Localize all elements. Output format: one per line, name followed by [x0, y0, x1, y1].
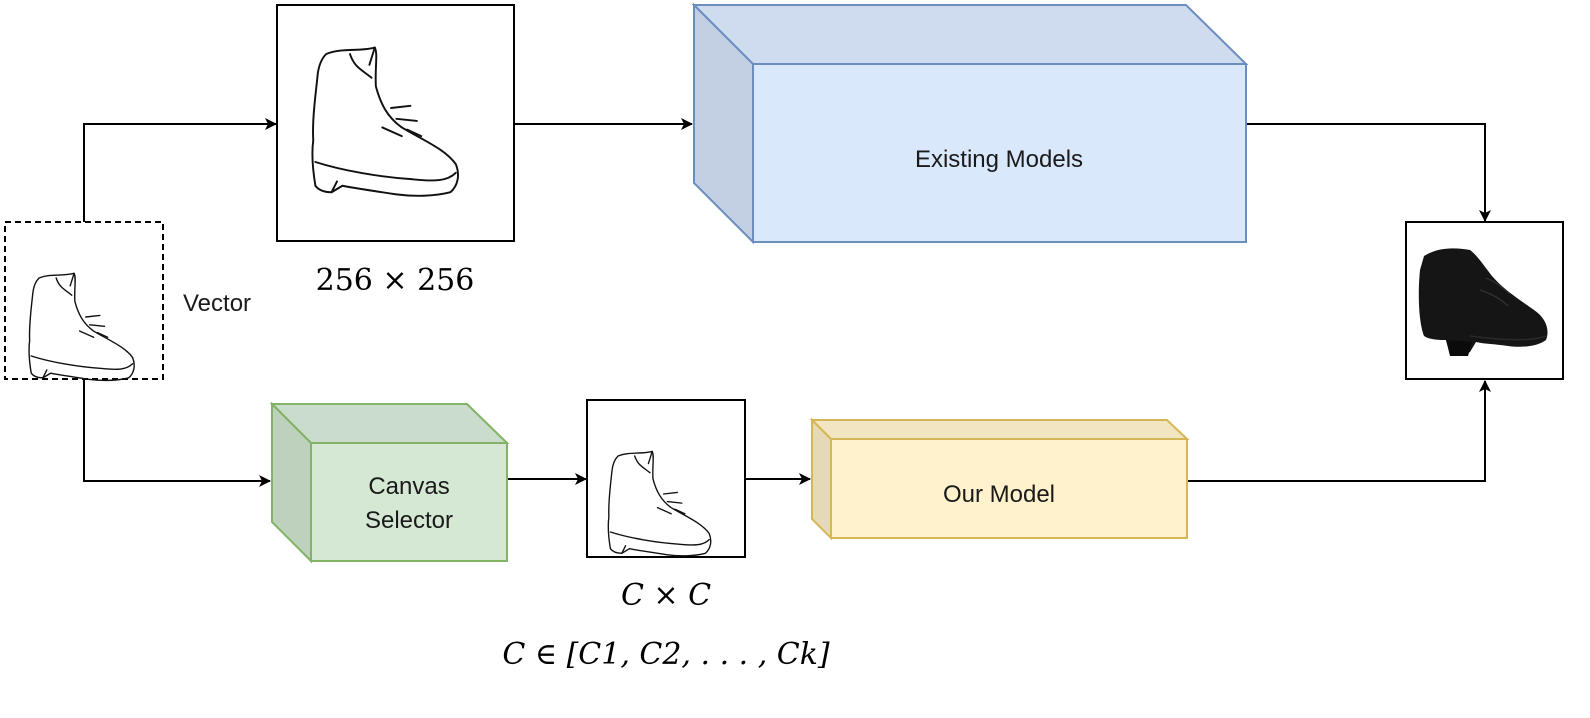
- edge-ours-to-output: [1187, 380, 1491, 482]
- edge-vector-to-selector: [83, 380, 271, 487]
- raster-sketch-256: [276, 4, 515, 242]
- canvas-set-annotation: C ∈ [C1, C2, . . . , Ck]: [502, 637, 830, 672]
- boot-photo-icon: [1418, 248, 1548, 356]
- canvas-selector-label-line2: Selector: [365, 507, 453, 534]
- edge-vector-to-raster: [83, 118, 277, 222]
- existing-models-block: Existing Models: [691, 2, 1249, 245]
- canvas-selector-front-face: [310, 442, 508, 562]
- fixed-size-annotation: 256 × 256: [316, 263, 475, 298]
- existing-models-front-face: [752, 63, 1247, 243]
- canvas-sketch-cxc: [586, 399, 746, 558]
- our-model-side-face: [811, 417, 832, 541]
- input-vector-sketch: [4, 221, 164, 382]
- our-model-top-face: [809, 419, 1190, 440]
- edge-existing-to-output: [1246, 123, 1491, 222]
- canvas-selector-top-face: [269, 403, 510, 444]
- canvas-selector-label-line1: Canvas: [368, 473, 449, 500]
- canvas-selector-block: Canvas Selector: [269, 401, 510, 564]
- our-model-block: Our Model: [809, 417, 1190, 541]
- canvas-size-annotation: C × C: [621, 578, 711, 613]
- our-model-label: Our Model: [943, 481, 1055, 508]
- existing-models-top-face: [691, 4, 1249, 65]
- output-photo: [1405, 221, 1564, 380]
- our-model-front-face: [830, 438, 1188, 539]
- vector-label: Vector: [183, 290, 251, 317]
- existing-models-label: Existing Models: [915, 146, 1083, 173]
